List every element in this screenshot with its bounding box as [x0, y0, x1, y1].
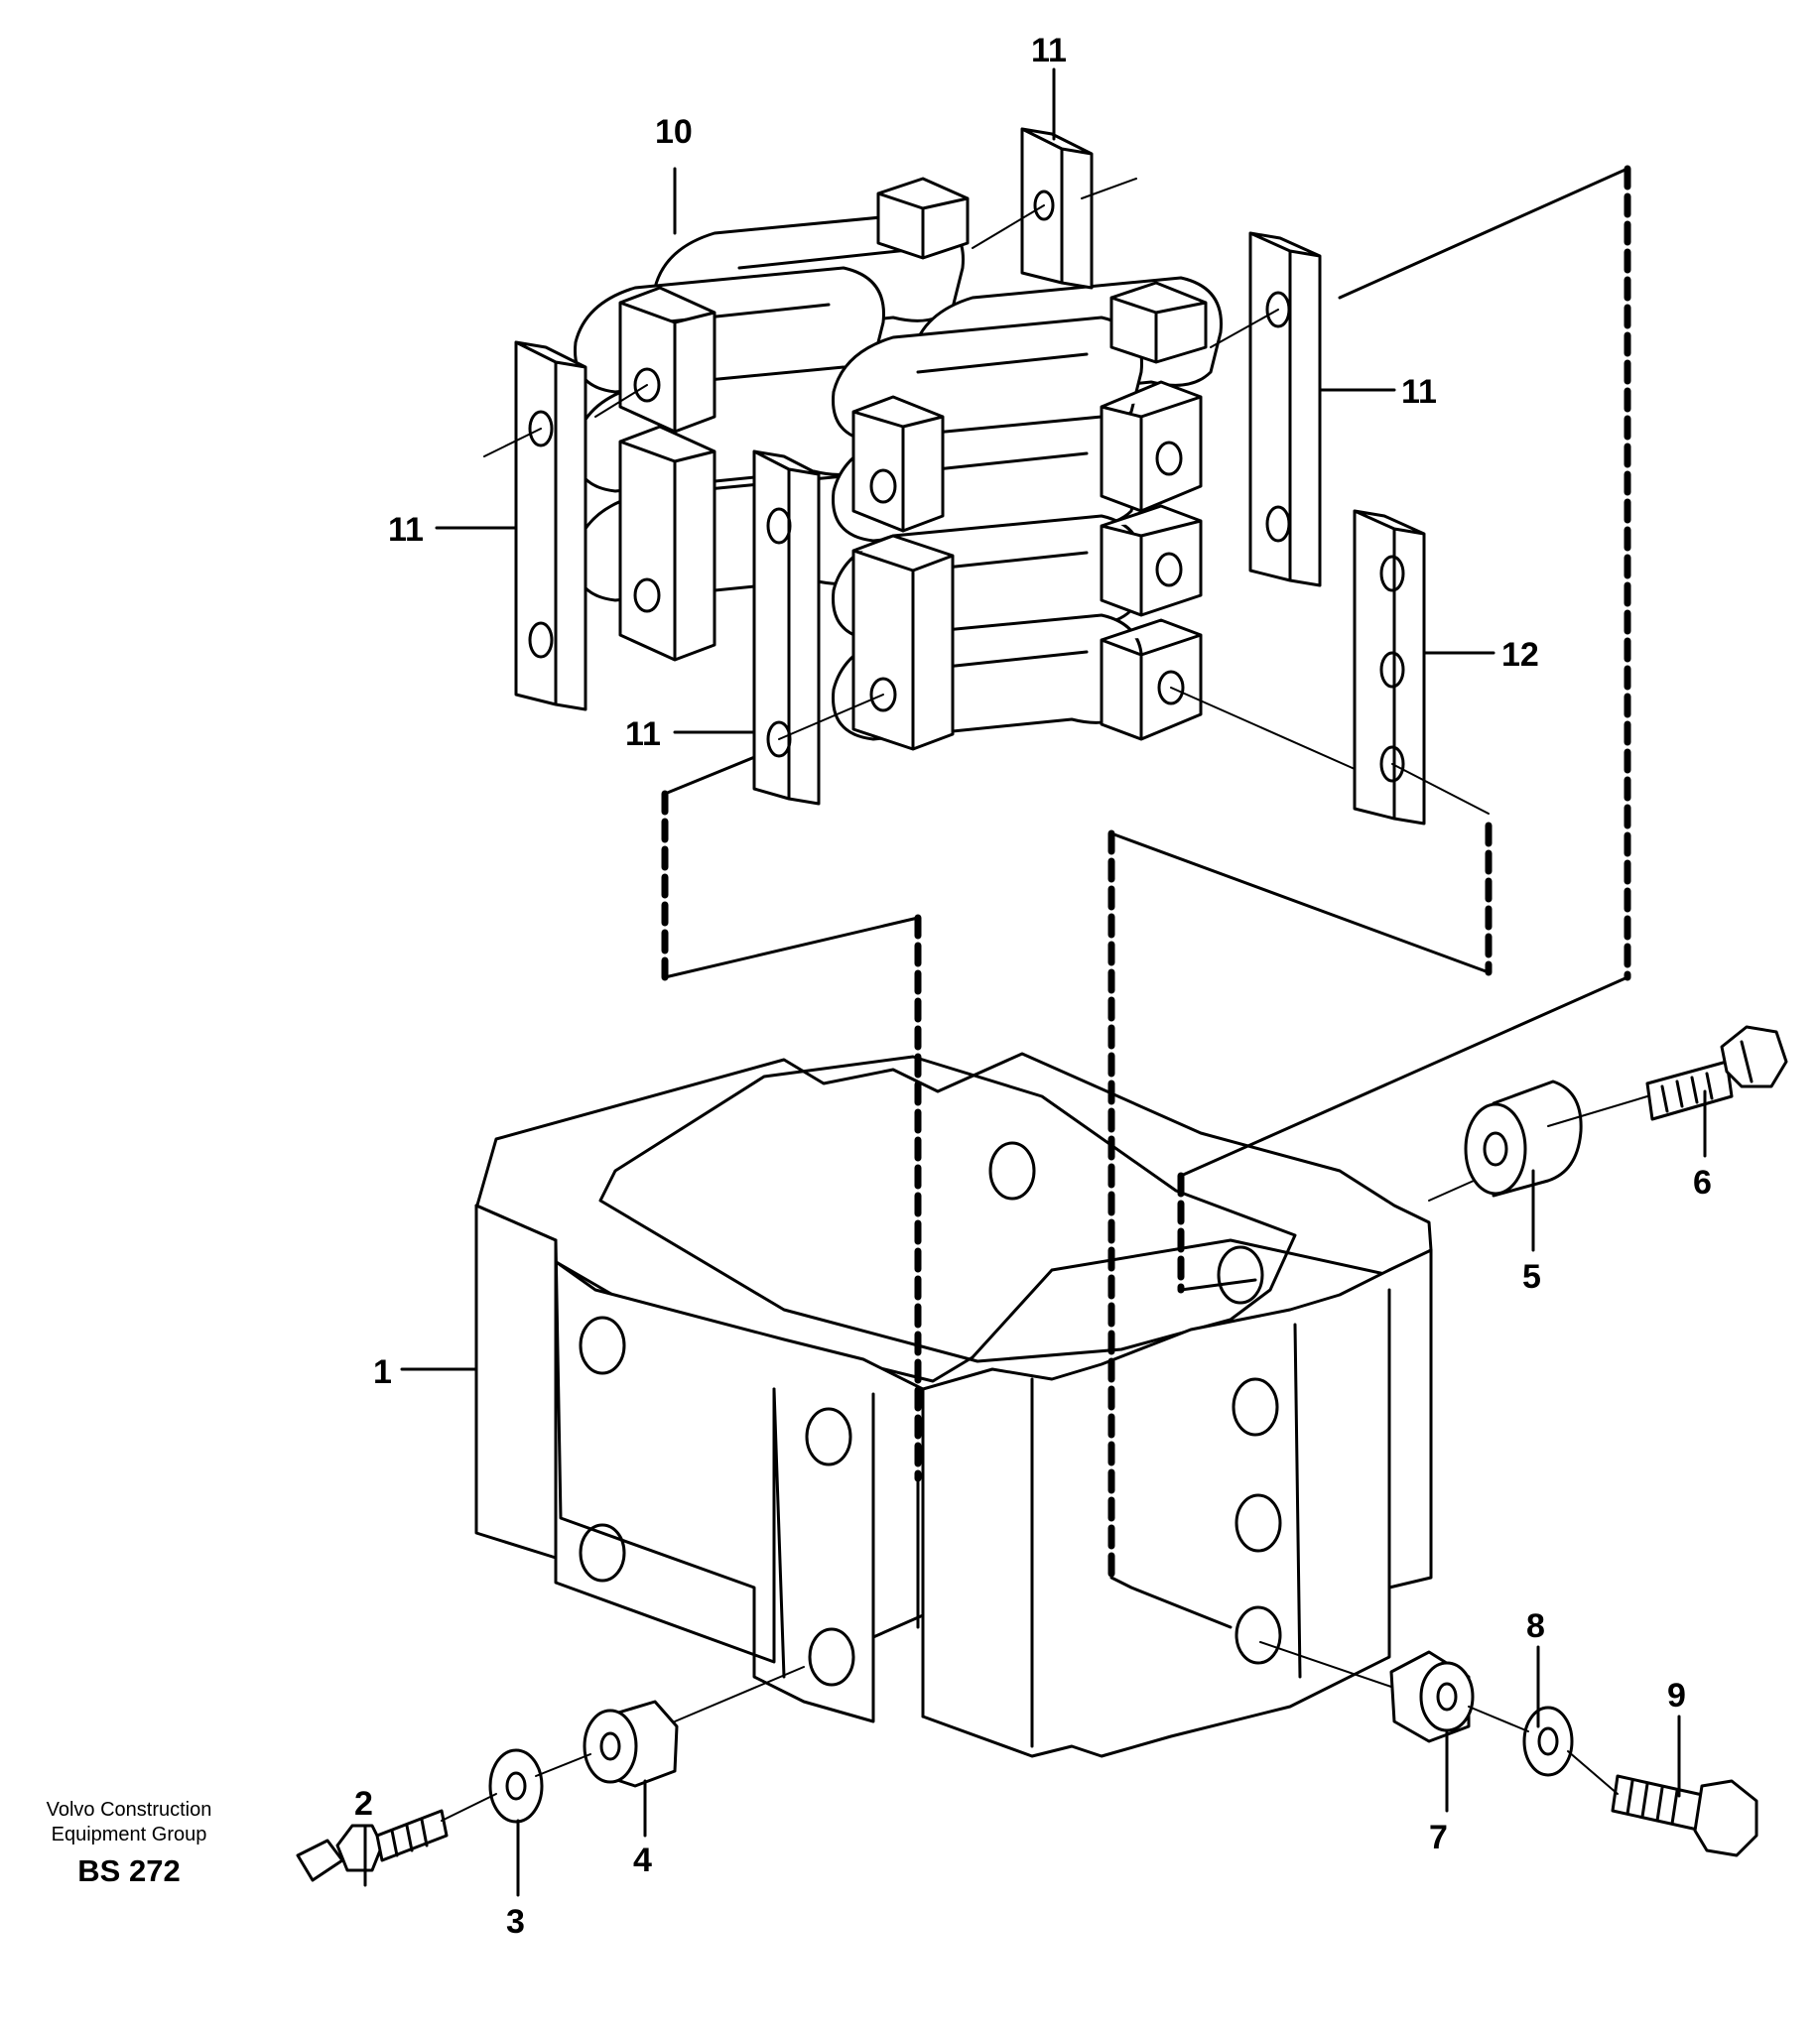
label-part-2: 2: [354, 1785, 373, 1823]
alignment-lines: [483, 178, 1490, 815]
credit-company-line1: Volvo Construction: [46, 1799, 212, 1821]
assembly-guide-lines: [661, 165, 1631, 1582]
credit-company-line2: Equipment Group: [51, 1824, 207, 1845]
spacer-5: [1464, 1080, 1583, 1198]
label-part-11-lower: 11: [625, 715, 661, 753]
label-part-5: 5: [1522, 1258, 1541, 1296]
bolt-6: [1645, 1025, 1788, 1121]
bolt-9: [1611, 1774, 1758, 1857]
label-part-11-right: 11: [1401, 373, 1437, 411]
cooling-core: [574, 177, 1223, 751]
fastener-lines-lower-right: [1259, 1641, 1619, 1795]
label-part-9: 9: [1667, 1677, 1686, 1715]
assembly-thin-lines: [663, 167, 1629, 1629]
fastener-lines-lower-left: [441, 1666, 805, 1822]
label-part-1: 1: [373, 1353, 392, 1391]
label-part-11-left: 11: [388, 511, 424, 549]
label-part-11-top: 11: [1031, 32, 1067, 69]
label-part-6: 6: [1693, 1164, 1712, 1202]
part-labels: 1 2 3 4 5 6 7 8 9 10 11 11 11 11 12: [354, 32, 1712, 1941]
bolt-2: [296, 1809, 449, 1882]
leader-lines: [363, 67, 1707, 1897]
side-plates: [514, 127, 1426, 826]
label-part-3: 3: [506, 1903, 525, 1941]
fastener-lines-right: [1428, 1095, 1648, 1202]
washer-8: [1522, 1706, 1574, 1777]
label-part-10: 10: [655, 113, 693, 151]
bushing-4: [583, 1700, 679, 1788]
washer-3: [488, 1748, 544, 1824]
label-part-8: 8: [1526, 1607, 1545, 1645]
label-part-12: 12: [1501, 636, 1539, 674]
label-part-7: 7: [1429, 1819, 1448, 1856]
housing: [474, 1052, 1433, 1758]
drawing-code: BS 272: [77, 1853, 181, 1888]
bushing-7: [1389, 1650, 1475, 1743]
label-part-4: 4: [633, 1842, 652, 1879]
